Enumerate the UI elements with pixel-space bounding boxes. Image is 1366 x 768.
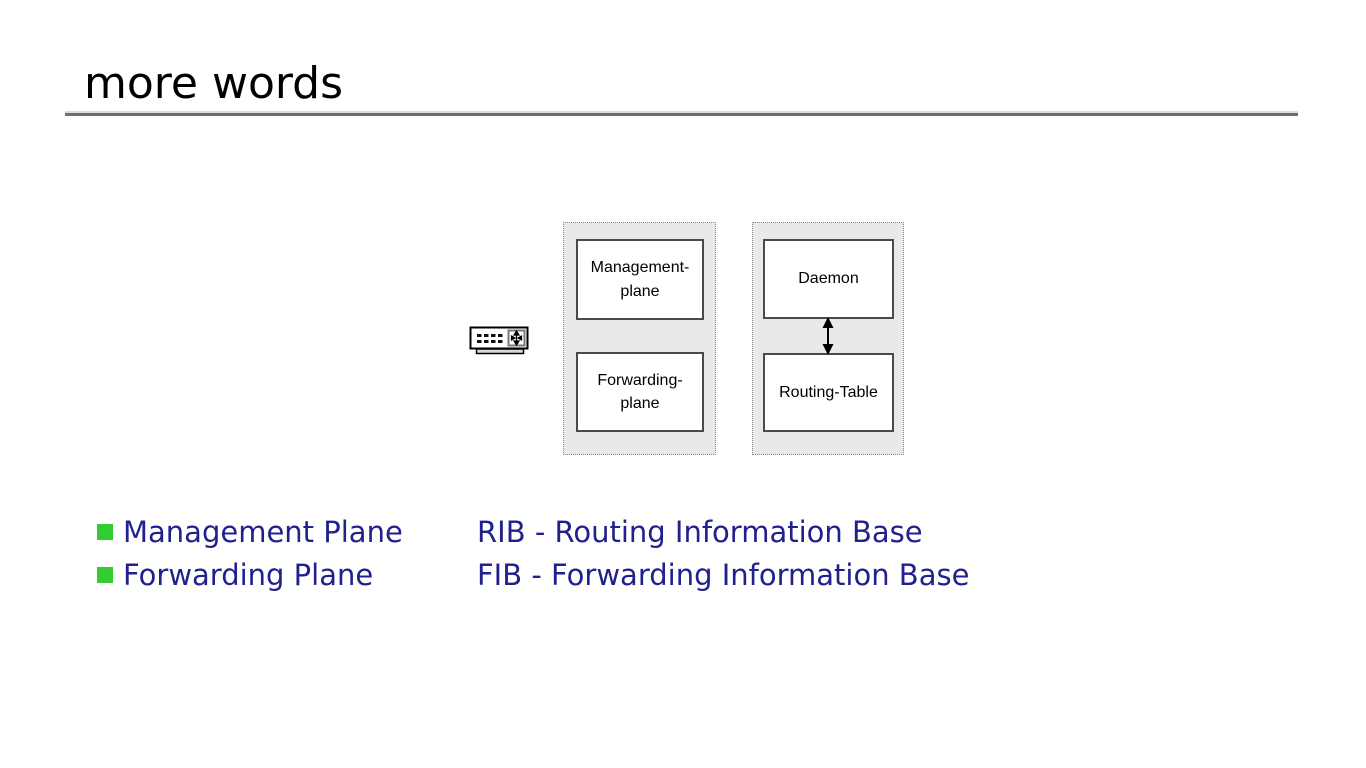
title-underline [65,111,1298,116]
bullet-item-forwarding-plane: Forwarding Plane [97,557,373,593]
double-arrow-icon [819,316,837,360]
bullet-square-icon [97,567,113,583]
device-planes-panel: Management- plane Forwarding- plane [563,222,716,455]
definition-rib: RIB - Routing Information Base [477,515,923,549]
bullet-item-management-plane: Management Plane [97,514,403,550]
page-title: more words [84,58,344,109]
underline-light-band [65,111,1298,113]
management-plane-box: Management- plane [576,239,704,320]
bullet-square-icon [97,524,113,540]
forwarding-plane-box: Forwarding- plane [576,352,704,432]
bullet-label: Forwarding Plane [123,558,374,592]
underline-dark-band [65,113,1298,116]
software-panel: Daemon Routing-Table [752,222,904,455]
router-switch-icon [469,326,533,362]
bullet-label: Management Plane [123,515,403,549]
definition-fib: FIB - Forwarding Information Base [477,558,970,592]
routing-table-box: Routing-Table [763,353,894,432]
daemon-box: Daemon [763,239,894,319]
